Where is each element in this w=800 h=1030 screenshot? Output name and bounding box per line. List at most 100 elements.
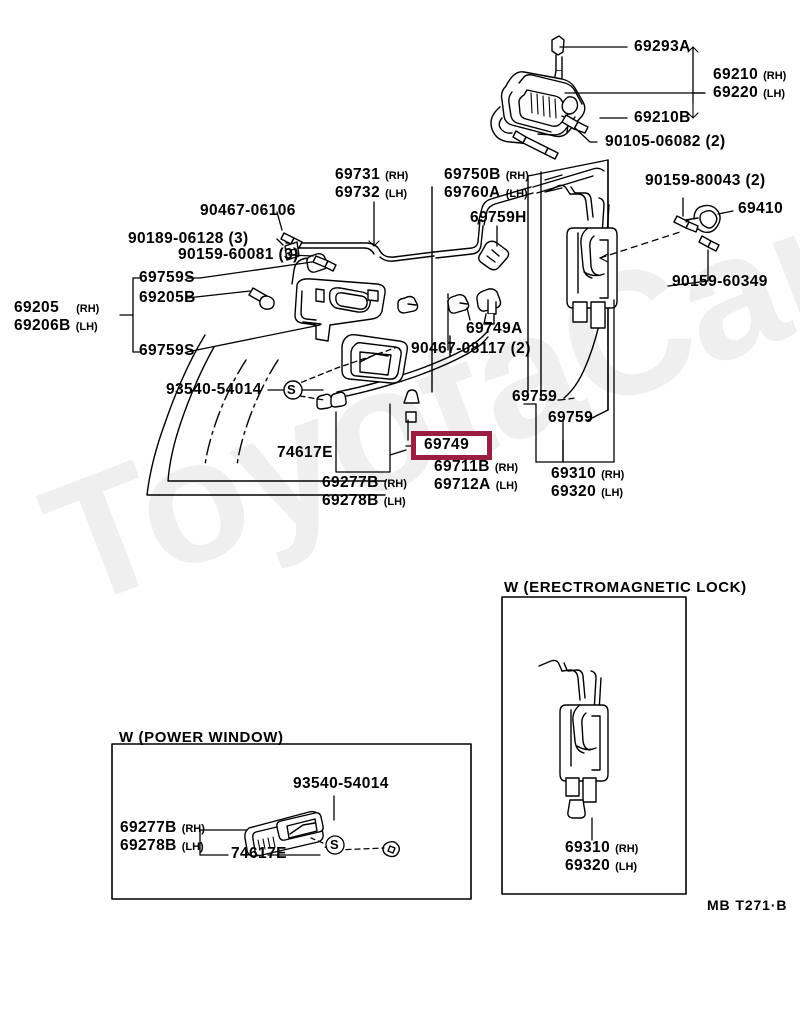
label-69750B: 69750B — [444, 166, 501, 183]
label-69750B-69760A-group: 69750B (RH) 69760A (LH) — [444, 166, 529, 202]
screw-marker-main-letter: S — [287, 382, 297, 397]
label-69749A: 69749A — [466, 320, 523, 337]
sheet-code: MB T271·B — [707, 897, 788, 913]
label-69293A: 69293A — [634, 38, 691, 55]
label-69732: 69732 — [335, 184, 381, 202]
part-69277B-switch-panel — [244, 810, 324, 857]
label-90159-80043: 90159-80043 (2) — [645, 172, 766, 189]
label-90105-06082: 90105-06082 (2) — [605, 133, 726, 150]
label-69320-main-side: (LH) — [601, 487, 624, 500]
label-69731-side: (RH) — [385, 170, 409, 182]
label-69320-inset-side: (LH) — [615, 861, 638, 874]
part-90159-60081-screw — [312, 255, 337, 272]
label-74617E: 74617E — [277, 444, 333, 461]
label-69320-inset: 69320 — [565, 857, 611, 875]
label-69760A: 69760A — [444, 184, 501, 202]
label-90159-60081: 90159-60081 (3) — [178, 246, 299, 263]
label-69711B-side: (RH) — [494, 462, 519, 474]
label-69220: 69220 — [713, 84, 759, 102]
label-69310-inset: 69310 — [565, 839, 611, 856]
label-69220-side: (LH) — [763, 88, 786, 101]
screw-marker-inset-letter: S — [330, 837, 340, 852]
label-93540-54014: 93540-54014 — [166, 381, 262, 398]
leaders-inset-power-window — [199, 795, 385, 856]
label-69310-69320-group-main: 69310 (RH) 69320 (LH) — [551, 465, 625, 501]
label-69278B-main: 69278B — [322, 492, 379, 510]
part-69310-door-lock — [547, 184, 618, 329]
part-69750B-rod — [477, 167, 605, 226]
label-93540-54014-inset: 93540-54014 — [293, 775, 389, 792]
door-panel-outline — [146, 334, 387, 496]
label-69759S-lower: 69759S — [139, 342, 195, 359]
part-69310-lock-inset — [538, 659, 609, 819]
label-69749-highlighted: 69749 — [424, 436, 470, 453]
label-90467-06106: 90467-06106 — [200, 202, 296, 219]
small-clips-mid — [316, 295, 420, 423]
label-69206B-side: (LH) — [75, 321, 98, 334]
label-69210-69220-group: 69210 (RH) 69220 (LH) — [713, 66, 787, 102]
label-69277B-69278B-group-inset: 69277B (RH) 69278B (LH) — [120, 819, 205, 855]
label-69277B-main-side: (RH) — [383, 478, 407, 490]
label-74617E-inset: 74617E — [231, 845, 287, 862]
label-69310-main: 69310 — [551, 465, 597, 482]
label-90189-06128: 90189-06128 (3) — [128, 230, 249, 247]
part-90159-60349-screw — [698, 235, 720, 252]
label-90467-08117: 90467-08117 (2) — [411, 340, 531, 357]
label-69731-69732-group: 69731 (RH) 69732 (LH) — [335, 166, 409, 202]
label-69310-inset-side: (RH) — [615, 843, 639, 855]
label-69310-69320-group-inset: 69310 (RH) 69320 (LH) — [565, 839, 639, 875]
leaders-main — [119, 174, 734, 473]
label-69277B-inset: 69277B — [120, 819, 177, 836]
part-90467-08117-screw — [447, 293, 451, 357]
label-69711B: 69711B — [434, 458, 490, 475]
label-69205-69206B-group: 69205 (RH) 69206B (LH) — [14, 299, 100, 335]
label-69277B-inset-side: (RH) — [181, 823, 205, 835]
inset-electromagnetic-lock-box — [501, 596, 687, 895]
label-69205-side: (RH) — [76, 303, 100, 315]
highlight-box-69749 — [411, 431, 492, 460]
screw-marker-main — [283, 380, 303, 400]
label-69206B: 69206B — [14, 317, 71, 335]
label-69410: 69410 — [738, 200, 784, 217]
part-69205-inner-handle — [294, 278, 386, 342]
label-69277B-main: 69277B — [322, 474, 379, 491]
label-69759-b: 69759 — [548, 409, 594, 426]
part-69711B-bezel — [341, 333, 409, 384]
label-69278B-inset-side: (LH) — [181, 841, 204, 854]
label-90159-60349: 90159-60349 — [672, 273, 768, 290]
inset-emlock-title: W (ERECTROMAGNETIC LOCK) — [504, 579, 747, 596]
label-69712A: 69712A — [434, 476, 491, 494]
label-69759-a: 69759 — [512, 388, 558, 405]
label-69205B: 69205B — [139, 289, 196, 306]
label-69750B-side: (RH) — [505, 170, 529, 182]
label-69759H: 69759H — [470, 209, 527, 226]
label-69210B: 69210B — [634, 109, 691, 126]
label-69278B-inset: 69278B — [120, 837, 177, 855]
label-69759S-upper: 69759S — [139, 269, 195, 286]
label-69210: 69210 — [713, 66, 759, 83]
part-90159-80043-screw — [673, 215, 699, 233]
label-69320-main: 69320 — [551, 483, 597, 501]
label-69278B-main-side: (LH) — [383, 496, 406, 509]
inset-power-window-title: W (POWER WINDOW) — [119, 729, 284, 746]
label-69760A-side: (LH) — [505, 188, 528, 201]
label-69712A-side: (LH) — [495, 480, 518, 493]
part-74617E-clip-inset — [382, 841, 400, 858]
label-69210-side: (RH) — [763, 70, 787, 82]
part-69210-outside-handle — [490, 71, 586, 145]
part-69293A-clip — [551, 35, 565, 82]
part-69210B-bolt — [561, 114, 589, 134]
label-69731: 69731 — [335, 166, 381, 183]
label-69711B-69712A-group: 69711B (RH) 69712A (LH) — [434, 458, 519, 494]
label-69310-main-side: (RH) — [601, 469, 625, 481]
label-69205: 69205 — [14, 299, 60, 316]
label-69277B-69278B-group-main: 69277B (RH) 69278B (LH) — [322, 474, 407, 510]
part-90105-06082-screws — [512, 130, 559, 160]
part-69759H-clip — [478, 240, 510, 271]
inset-power-window-box — [111, 743, 472, 900]
part-69749A-clip — [447, 288, 502, 325]
part-69205B-pin — [248, 287, 275, 310]
label-69732-side: (LH) — [385, 188, 408, 201]
